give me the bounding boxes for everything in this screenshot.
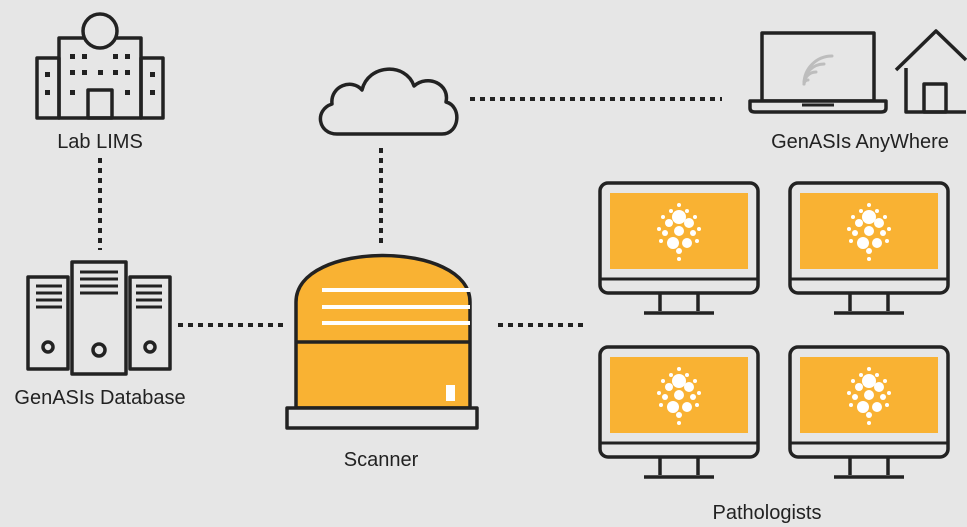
cell-cluster-icon xyxy=(657,203,701,261)
monitor-icon xyxy=(598,181,760,315)
laptop-wifi-icon xyxy=(748,31,888,114)
pathologists-monitors xyxy=(598,181,950,479)
cloud-icon xyxy=(318,67,459,136)
monitor-icon xyxy=(598,345,760,479)
monitor-icon xyxy=(788,181,950,315)
slide-scanner-icon xyxy=(285,253,479,430)
cell-cluster-icon xyxy=(847,367,891,425)
scanner-label: Scanner xyxy=(344,449,419,471)
lab-lims-label: Lab LIMS xyxy=(57,131,143,153)
home-icon xyxy=(894,29,967,114)
genasis-anywhere-label: GenASIs AnyWhere xyxy=(771,131,949,153)
pathologists-label: Pathologists xyxy=(713,502,822,524)
cell-cluster-icon xyxy=(847,203,891,261)
genasis-database-label: GenASIs Database xyxy=(14,387,185,409)
server-tower-icon xyxy=(26,260,172,376)
connections xyxy=(98,97,722,327)
monitor-icon xyxy=(788,345,950,479)
cell-cluster-icon xyxy=(657,367,701,425)
hospital-building-icon xyxy=(35,12,165,120)
